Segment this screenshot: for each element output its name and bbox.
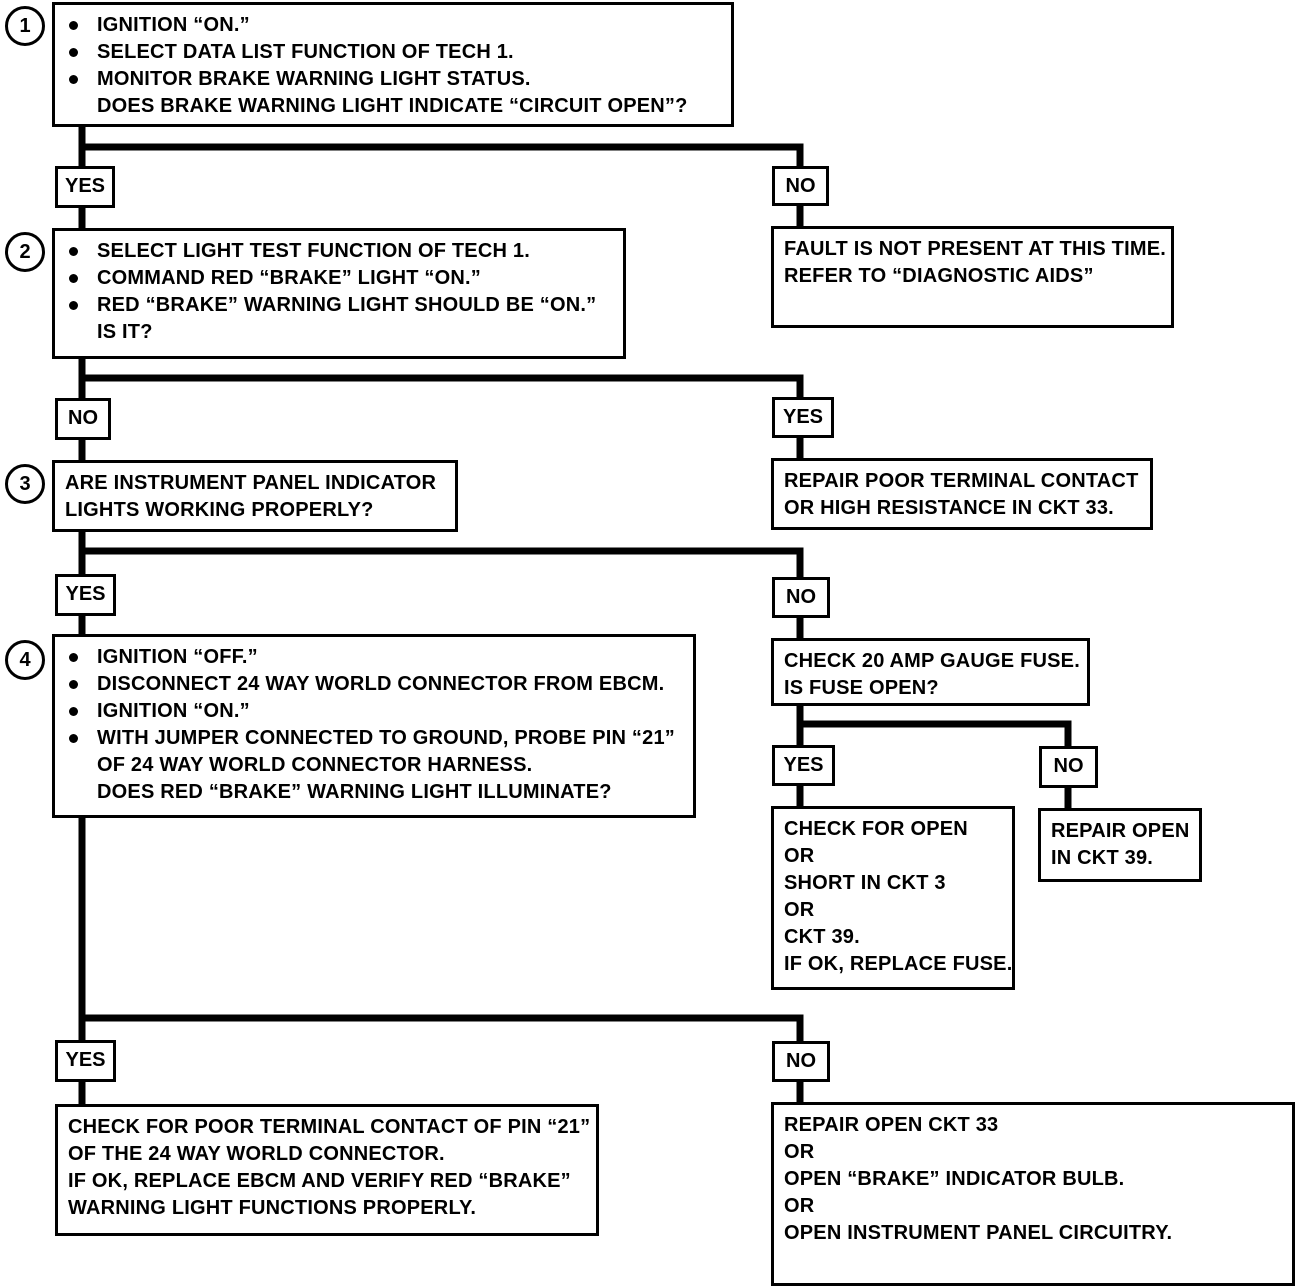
repair-poor-contact-box: REPAIR POOR TERMINAL CONTACT OR HIGH RES… bbox=[771, 458, 1153, 530]
step-2-line: SELECT LIGHT TEST FUNCTION OF TECH 1. bbox=[65, 238, 613, 265]
result-line: CHECK FOR POOR TERMINAL CONTACT OF PIN “… bbox=[68, 1116, 591, 1138]
result-line: FAULT IS NOT PRESENT AT THIS TIME. bbox=[784, 238, 1166, 260]
no-label-step-1: NO bbox=[772, 166, 829, 206]
step-2-box: SELECT LIGHT TEST FUNCTION OF TECH 1. CO… bbox=[52, 228, 626, 359]
result-line: SHORT IN CKT 3 bbox=[784, 872, 946, 894]
yes-label-step-1: YES bbox=[55, 166, 115, 208]
result-line: OR HIGH RESISTANCE IN CKT 33. bbox=[784, 497, 1114, 519]
result-line: IF OK, REPLACE EBCM AND VERIFY RED “BRAK… bbox=[68, 1170, 571, 1192]
step-3-box: ARE INSTRUMENT PANEL INDICATOR LIGHTS WO… bbox=[52, 460, 458, 532]
result-line: CHECK 20 AMP GAUGE FUSE. bbox=[784, 650, 1080, 672]
step-4-line: IGNITION “ON.” bbox=[65, 698, 683, 725]
step-number-3: 3 bbox=[5, 464, 45, 504]
yes-label-step-3: YES bbox=[55, 574, 116, 616]
yes-label-step-2: YES bbox=[772, 397, 834, 438]
result-line: IN CKT 39. bbox=[1051, 847, 1154, 869]
no-label-step-4: NO bbox=[772, 1041, 830, 1082]
step-1-box: IGNITION “ON.” SELECT DATA LIST FUNCTION… bbox=[52, 2, 734, 127]
step-1-line: IGNITION “ON.” bbox=[65, 12, 721, 39]
result-line: OPEN INSTRUMENT PANEL CIRCUITRY. bbox=[784, 1222, 1173, 1244]
result-line: OR bbox=[784, 1141, 815, 1163]
step-4-question: DOES RED “BRAKE” WARNING LIGHT ILLUMINAT… bbox=[97, 781, 612, 803]
check-pin21-box: CHECK FOR POOR TERMINAL CONTACT OF PIN “… bbox=[55, 1104, 599, 1236]
step-number-4: 4 bbox=[5, 640, 45, 680]
step-number-1: 1 bbox=[5, 6, 45, 46]
step-3-line: ARE INSTRUMENT PANEL INDICATOR bbox=[65, 472, 437, 494]
result-line: IS FUSE OPEN? bbox=[784, 677, 939, 699]
result-line: REPAIR OPEN CKT 33 bbox=[784, 1114, 999, 1136]
fault-not-present-box: FAULT IS NOT PRESENT AT THIS TIME. REFER… bbox=[771, 226, 1174, 328]
step-4-box: IGNITION “OFF.” DISCONNECT 24 WAY WORLD … bbox=[52, 634, 696, 818]
step-4-line: IGNITION “OFF.” bbox=[65, 644, 683, 671]
no-label-step-2: NO bbox=[55, 398, 111, 440]
step-1-question: DOES BRAKE WARNING LIGHT INDICATE “CIRCU… bbox=[97, 95, 688, 117]
step-number-2: 2 bbox=[5, 232, 45, 272]
step-1-line: SELECT DATA LIST FUNCTION OF TECH 1. bbox=[65, 39, 721, 66]
step-2-question: IS IT? bbox=[97, 321, 153, 343]
result-line: OPEN “BRAKE” INDICATOR BULB. bbox=[784, 1168, 1125, 1190]
result-line: OR bbox=[784, 845, 815, 867]
no-label-step-3: NO bbox=[772, 577, 830, 618]
result-line: CKT 39. bbox=[784, 926, 860, 948]
no-label-fuse: NO bbox=[1039, 746, 1098, 788]
result-line: OF THE 24 WAY WORLD CONNECTOR. bbox=[68, 1143, 445, 1165]
check-open-short-box: CHECK FOR OPEN OR SHORT IN CKT 3 OR CKT … bbox=[771, 806, 1015, 990]
result-line: REPAIR POOR TERMINAL CONTACT bbox=[784, 470, 1139, 492]
step-2-line: COMMAND RED “BRAKE” LIGHT “ON.” bbox=[65, 265, 613, 292]
step-2-line: RED “BRAKE” WARNING LIGHT SHOULD BE “ON.… bbox=[65, 292, 613, 319]
repair-open-33-box: REPAIR OPEN CKT 33 OR OPEN “BRAKE” INDIC… bbox=[771, 1102, 1295, 1286]
step-4-line: WITH JUMPER CONNECTED TO GROUND, PROBE P… bbox=[65, 725, 683, 752]
yes-label-fuse: YES bbox=[772, 745, 835, 786]
step-1-line: MONITOR BRAKE WARNING LIGHT STATUS. bbox=[65, 66, 721, 93]
result-line: REFER TO “DIAGNOSTIC AIDS” bbox=[784, 265, 1094, 287]
repair-open-39-box: REPAIR OPEN IN CKT 39. bbox=[1038, 808, 1202, 882]
yes-label-step-4: YES bbox=[55, 1040, 116, 1082]
result-line: OR bbox=[784, 899, 815, 921]
check-fuse-box: CHECK 20 AMP GAUGE FUSE. IS FUSE OPEN? bbox=[771, 638, 1090, 706]
result-line: WARNING LIGHT FUNCTIONS PROPERLY. bbox=[68, 1197, 477, 1219]
step-4-line: DISCONNECT 24 WAY WORLD CONNECTOR FROM E… bbox=[65, 671, 683, 698]
result-line: CHECK FOR OPEN bbox=[784, 818, 968, 840]
result-line: REPAIR OPEN bbox=[1051, 820, 1190, 842]
result-line: OR bbox=[784, 1195, 815, 1217]
step-3-line: LIGHTS WORKING PROPERLY? bbox=[65, 499, 374, 521]
result-line: IF OK, REPLACE FUSE. bbox=[784, 953, 1013, 975]
step-4-line: OF 24 WAY WORLD CONNECTOR HARNESS. bbox=[97, 754, 533, 776]
